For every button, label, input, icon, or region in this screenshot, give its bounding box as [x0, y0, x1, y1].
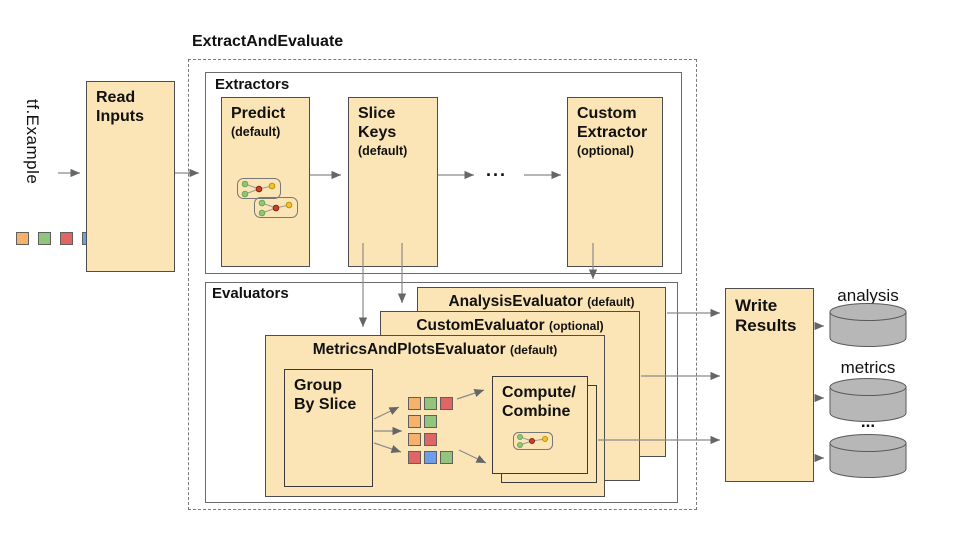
- orange-slice-square: [408, 415, 421, 428]
- group-by-slice-label-line1: Group: [294, 377, 342, 394]
- red-slice-square: [440, 397, 453, 410]
- metrics-and-plots-evaluator-qualifier: (default): [509, 343, 558, 357]
- slice-keys-label-line1: Slice: [358, 105, 396, 122]
- output-analysis-label: analysis: [837, 286, 899, 305]
- slice-keys-label-line2: Keys: [358, 123, 397, 141]
- write-results-label-line1: Write: [735, 296, 778, 315]
- write-results-box: Write Results: [725, 288, 814, 482]
- red-slice-square: [424, 433, 437, 446]
- output-more-label: ...: [860, 412, 876, 431]
- analysis-evaluator-qualifier: (default): [587, 295, 635, 309]
- red-slice-square: [408, 451, 421, 464]
- custom-extractor-qualifier: (optional): [577, 143, 634, 158]
- metrics-and-plots-evaluator-label: MetricsAndPlotsEvaluator: [312, 341, 506, 358]
- model-graph-icon: [237, 178, 298, 218]
- read-inputs-box: Read Inputs: [86, 81, 175, 272]
- custom-evaluator-qualifier: (optional): [549, 319, 604, 333]
- orange-slice-square: [408, 433, 421, 446]
- database-cylinder-icon: [829, 434, 907, 478]
- green-slice-square: [440, 451, 453, 464]
- green-slice-square: [424, 397, 437, 410]
- custom-evaluator-label: CustomEvaluator: [416, 317, 545, 334]
- evaluators-label: Evaluators: [212, 285, 289, 302]
- custom-extractor-label-line2: Extractor: [577, 123, 648, 141]
- group-by-slice-label-line2: By Slice: [294, 395, 357, 413]
- input-label: tf.Example: [23, 99, 42, 185]
- slice-keys-qualifier: (default): [358, 143, 408, 158]
- custom-extractor-box: Custom Extractor (optional): [567, 97, 663, 267]
- read-inputs-label-line2: Inputs: [96, 107, 144, 125]
- predict-extractor-box: Predict (default): [221, 97, 310, 267]
- diagram-title: ExtractAndEvaluate: [192, 33, 344, 50]
- compute-combine-box: Compute/ Combine: [492, 376, 588, 474]
- compute-combine-label-line1: Compute/: [502, 384, 576, 401]
- input-slice-legend: [16, 232, 95, 245]
- custom-extractor-label-line1: Custom: [577, 105, 637, 122]
- database-cylinder-icon: [829, 378, 907, 422]
- group-by-slice-box: Group By Slice: [284, 369, 373, 487]
- combine-graph-icon: [513, 432, 553, 450]
- predict-label: Predict: [231, 105, 286, 122]
- write-results-label-line2: Results: [735, 316, 797, 336]
- blue-slice-square: [424, 451, 437, 464]
- green-slice-square: [424, 415, 437, 428]
- read-inputs-label-line1: Read: [96, 89, 136, 106]
- output-metrics-label: metrics: [840, 358, 896, 377]
- predict-qualifier: (default): [231, 124, 281, 139]
- extract-and-evaluate-container: [188, 59, 697, 510]
- extractors-label: Extractors: [215, 76, 290, 93]
- analysis-evaluator-label: AnalysisEvaluator: [448, 293, 583, 310]
- orange-slice-square: [408, 397, 421, 410]
- evaluators-container: [205, 282, 678, 503]
- orange-slice-square: [16, 232, 29, 245]
- slice-keys-extractor-box: Slice Keys (default): [348, 97, 438, 267]
- red-slice-square: [60, 232, 73, 245]
- database-cylinder-icon: [829, 303, 907, 347]
- green-slice-square: [38, 232, 51, 245]
- sliced-examples-squares: [408, 397, 453, 464]
- compute-combine-label-line2: Combine: [502, 402, 571, 420]
- extractors-ellipsis: ...: [486, 160, 508, 180]
- extractors-container: [205, 72, 682, 274]
